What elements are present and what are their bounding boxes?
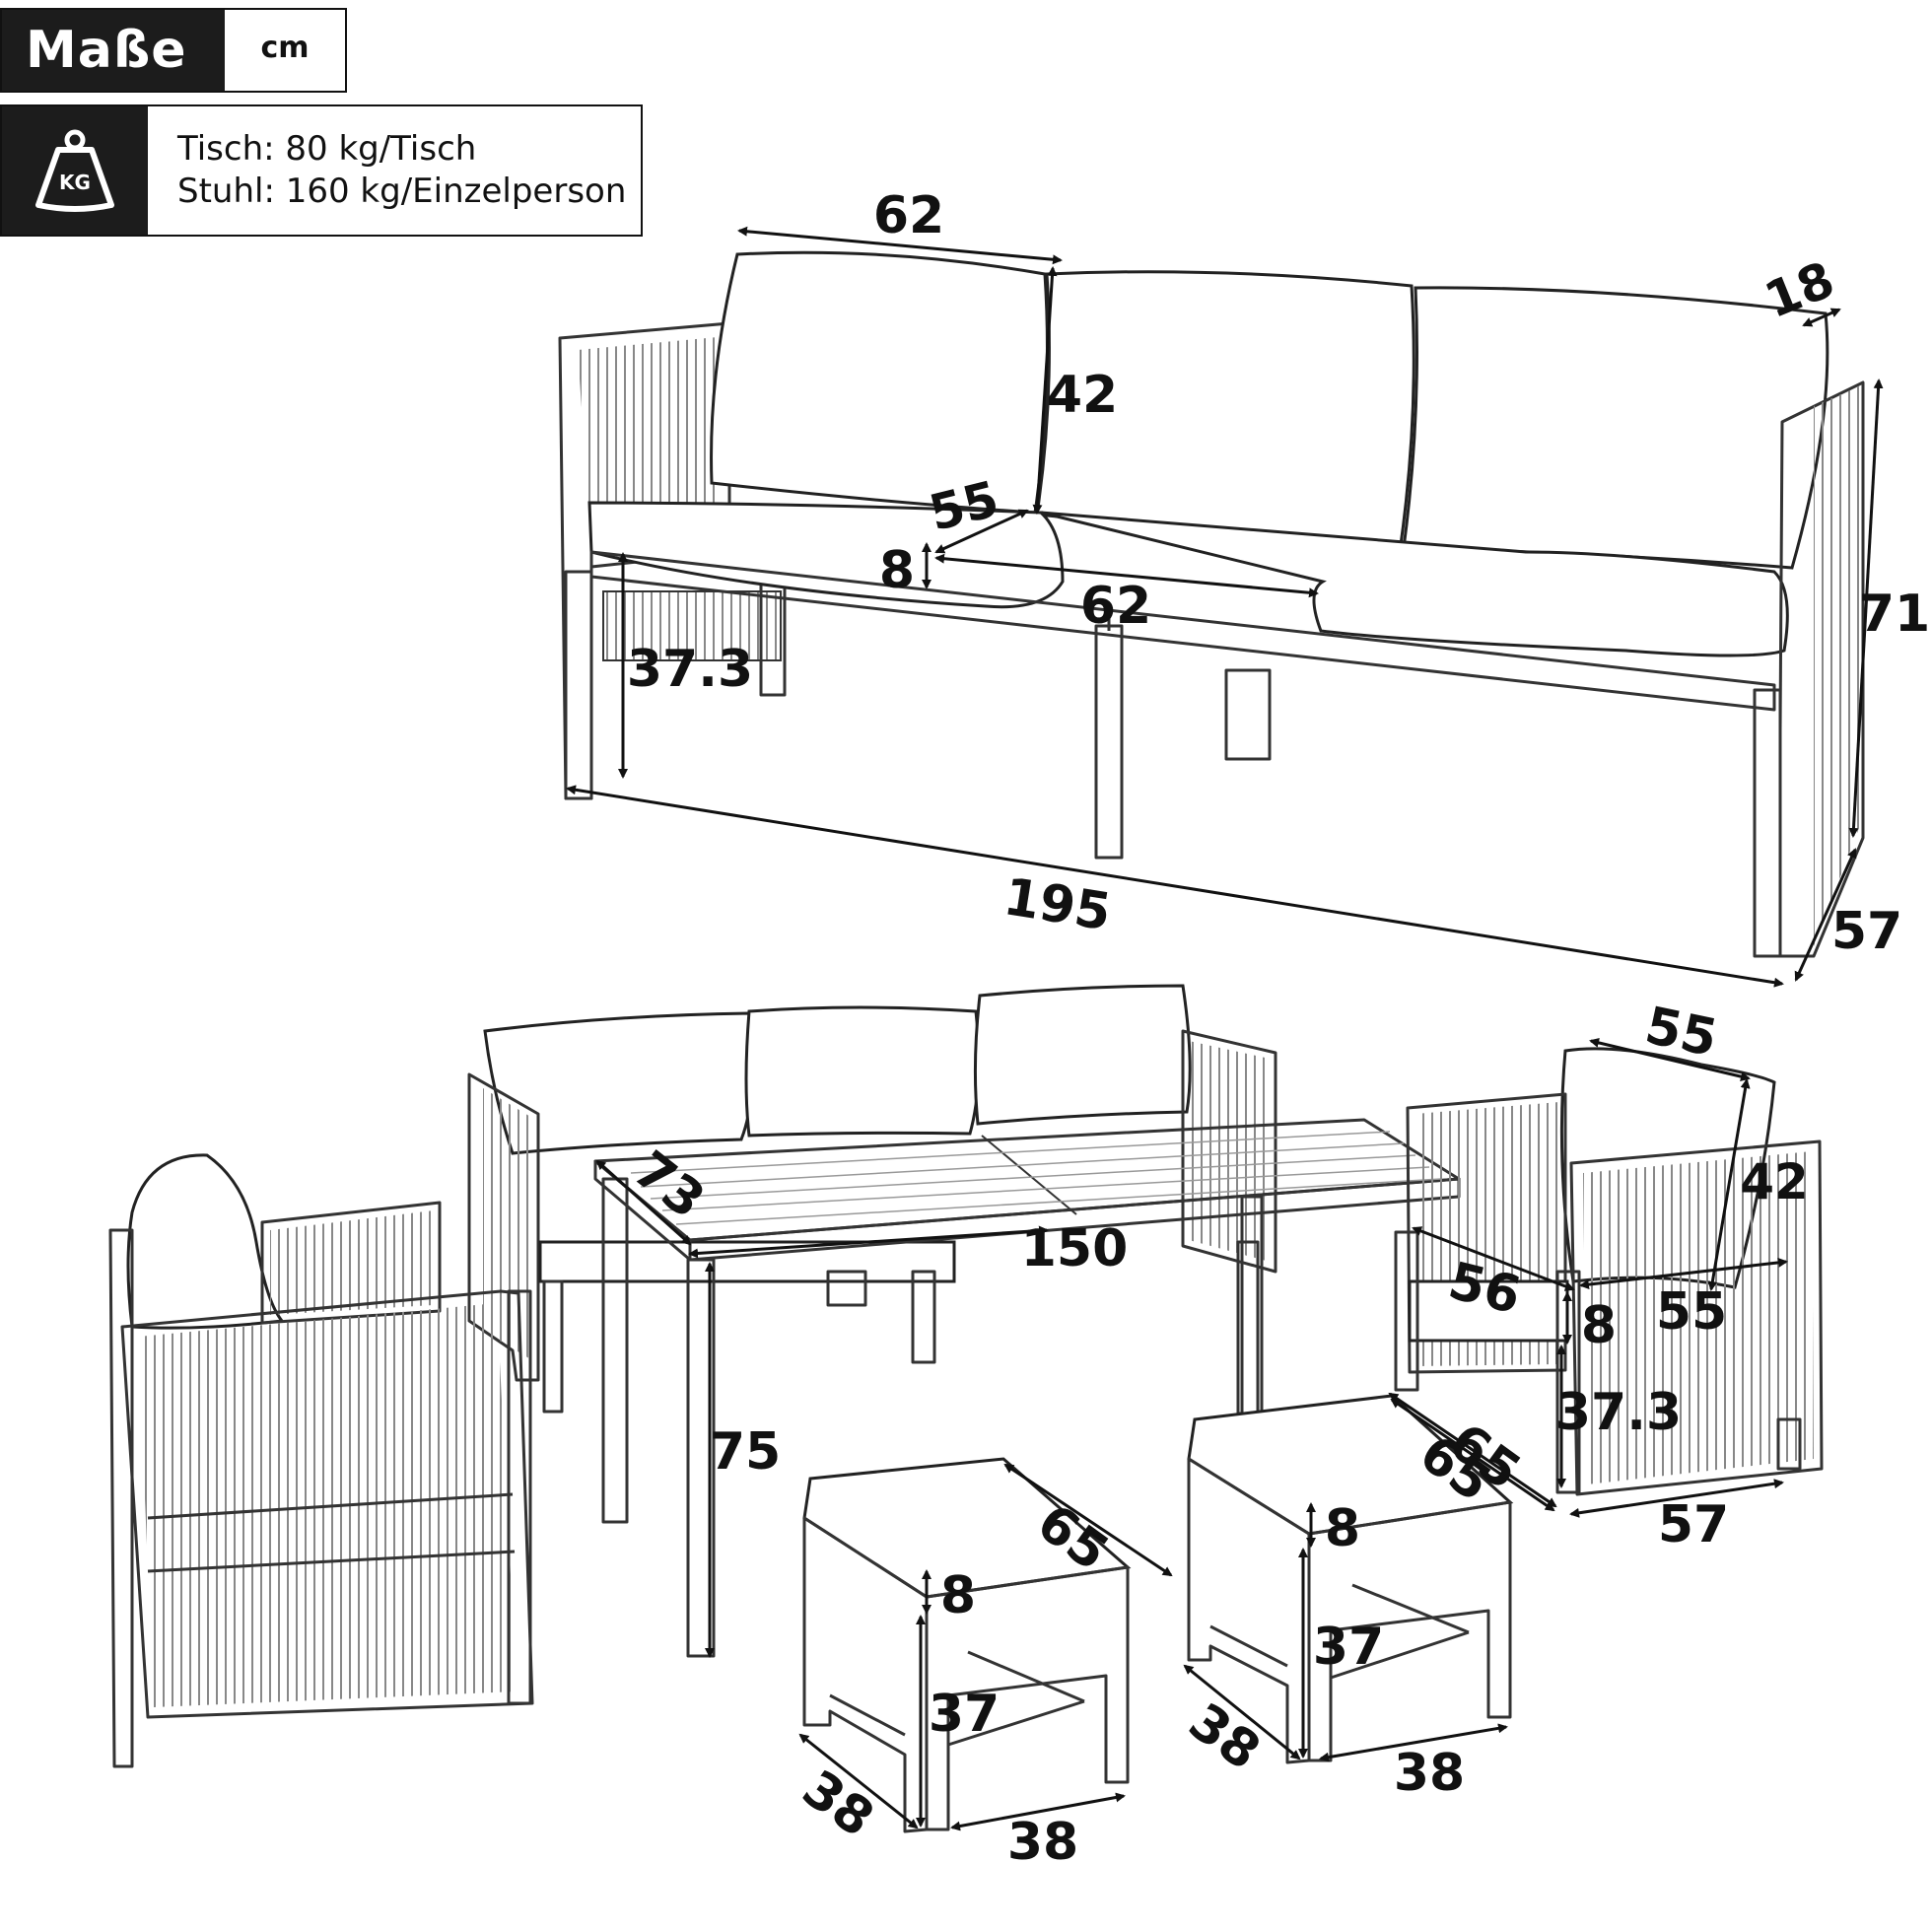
left-stool-width-label: 38 [1007,1813,1078,1872]
left-stool-height-label: 37 [929,1685,1000,1744]
right-stool-cushion-label: 8 [1325,1499,1360,1558]
left-stool-cushion-label: 8 [940,1566,976,1625]
sofa-dimensions: 62 42 18 55 8 62 37.3 71 195 57 [566,186,1930,988]
load-lines: Tisch: 80 kg/Tisch Stuhl: 160 kg/Einzelp… [148,106,641,235]
right-stool-depth-label: 38 [1178,1692,1271,1782]
load-capacity-box: KG Tisch: 80 kg/Tisch Stuhl: 160 kg/Einz… [0,104,643,237]
table-load-text: Tisch: 80 kg/Tisch [177,129,477,169]
right-stool-width-label: 38 [1394,1744,1465,1803]
sofa-drawing [558,250,1865,958]
armchair-seat-height-label: 37.3 [1555,1383,1682,1442]
table-height-label: 75 [710,1422,781,1482]
armchair-width-label: 57 [1658,1495,1729,1554]
sofa-total-depth-label: 57 [1831,902,1902,961]
table-depth-label: 73 [622,1140,715,1231]
sofa-total-height-label: 71 [1859,585,1930,644]
unit-label: cm [260,30,310,65]
page-title: Maße [2,10,225,91]
right-stool-height-label: 37 [1313,1618,1384,1677]
sofa-seat-height-label: 37.3 [627,640,753,699]
armchair-cushion-width-label: 55 [1640,997,1722,1070]
sofa-total-width-label: 195 [1000,867,1115,942]
sofa-seat-thickness-label: 8 [879,541,915,600]
left-armchair-drawing [108,1153,534,1768]
armchair-seat-thickness-label: 8 [1581,1296,1617,1355]
title-box: Maße cm [0,8,347,93]
left-stool-depth-label: 38 [792,1760,884,1849]
sofa-seat-width-label: 62 [1080,577,1151,636]
sofa-cushion-width-label: 62 [873,186,944,245]
armchair-seat-width-label: 55 [1656,1282,1727,1342]
set-sofa-drawing [467,984,1277,1415]
chair-load-text: Stuhl: 160 kg/Einzelperson [177,172,627,211]
weight-icon-cell: KG [2,106,148,235]
armchair-back-height-label: 42 [1740,1153,1809,1210]
sofa-back-height-label: 42 [1047,366,1118,425]
weight-icon-label: KG [59,171,91,194]
table-width-label: 150 [1021,1219,1129,1278]
weight-icon: KG [35,129,114,212]
